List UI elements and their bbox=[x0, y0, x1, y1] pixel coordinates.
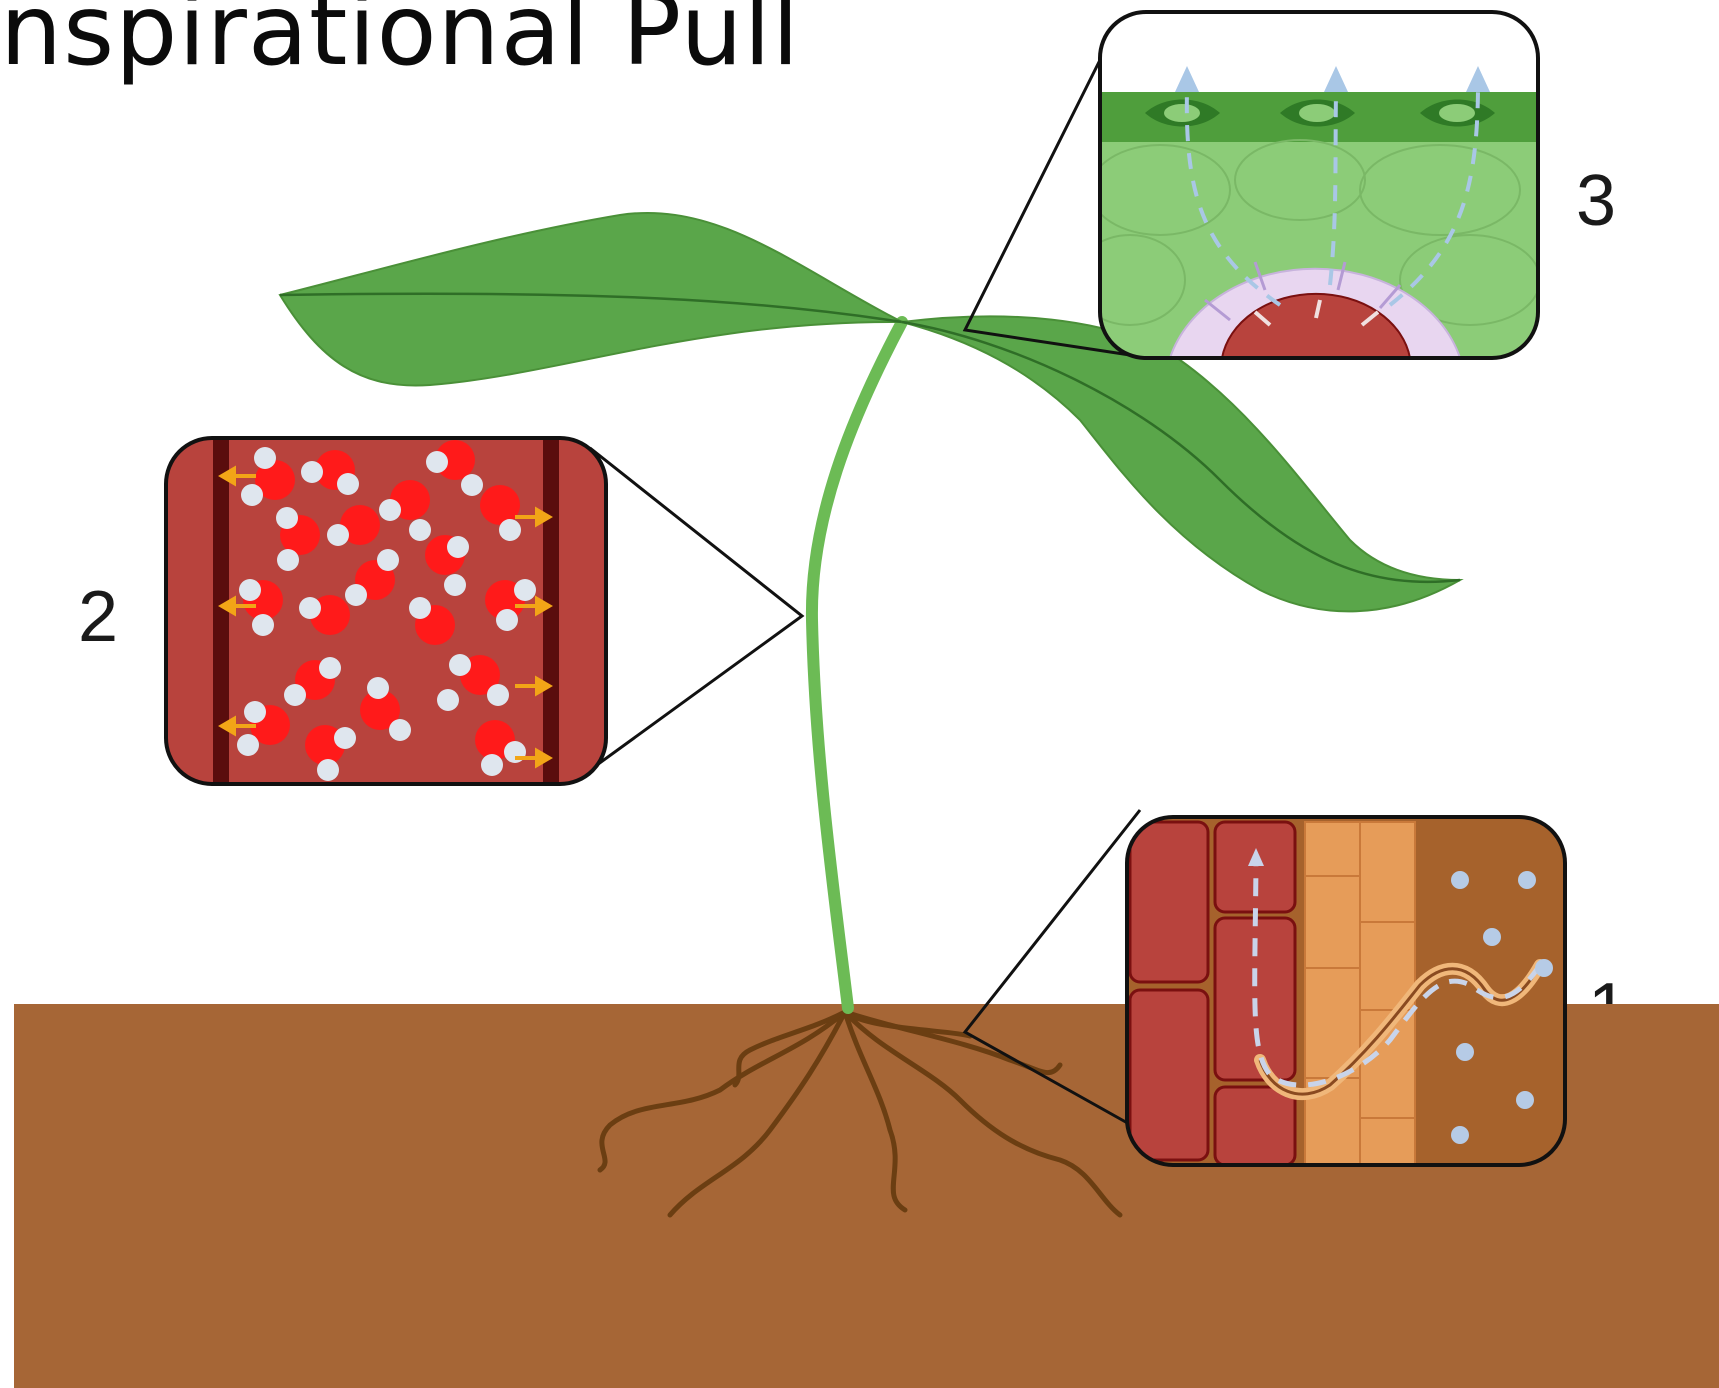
stem bbox=[812, 322, 902, 1008]
zoom-connectors bbox=[590, 40, 1140, 1130]
xylem-cohesion-zoom bbox=[166, 438, 606, 784]
leaf-right bbox=[902, 316, 1460, 611]
root-cross-section bbox=[1127, 817, 1565, 1165]
leaf-stomata-zoom bbox=[1075, 12, 1540, 358]
leaf-left bbox=[280, 213, 902, 386]
